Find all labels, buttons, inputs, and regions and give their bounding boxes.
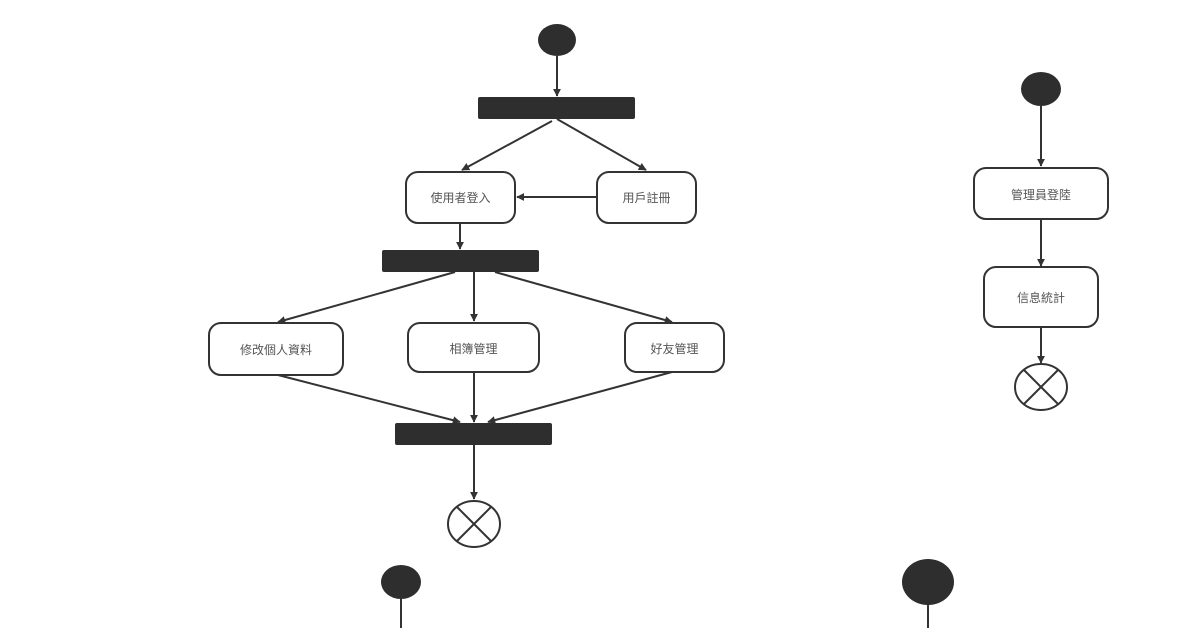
edge-fork1-to-register	[556, 118, 647, 171]
activity-register-label: 用戶註冊	[622, 191, 670, 205]
partial-initial-node-right[interactable]	[902, 559, 954, 605]
user-initial-node[interactable]	[538, 24, 576, 56]
edge-fork2-to-friends	[494, 271, 673, 324]
admin-initial-node[interactable]	[1021, 72, 1061, 106]
activity-admin-login[interactable]: 管理員登陸	[973, 167, 1109, 220]
edge-fork1-to-login	[461, 120, 553, 171]
fork-bar-1[interactable]	[478, 97, 635, 119]
activity-statistics-label: 信息統計	[1017, 290, 1065, 305]
activity-album[interactable]: 相簿管理	[407, 322, 540, 373]
activity-register[interactable]: 用戶註冊	[596, 171, 697, 224]
admin-final-node[interactable]	[1014, 363, 1068, 411]
edge-friends-to-join	[487, 371, 673, 424]
partial-initial-node-left[interactable]	[381, 565, 421, 599]
fork-bar-2[interactable]	[382, 250, 539, 272]
activity-statistics[interactable]: 信息統計	[983, 266, 1099, 328]
user-final-node[interactable]	[447, 500, 501, 548]
edge-fork2-to-edit-profile	[277, 271, 456, 324]
activity-album-label: 相簿管理	[449, 341, 497, 356]
activity-login[interactable]: 使用者登入	[405, 171, 516, 224]
activity-edit-profile[interactable]: 修改個人資料	[208, 322, 344, 376]
join-bar[interactable]	[395, 423, 552, 445]
activity-login-label: 使用者登入	[430, 190, 490, 205]
activity-admin-login-label: 管理員登陸	[1011, 187, 1071, 202]
edge-edit-profile-to-join	[277, 374, 461, 425]
activity-friends-label: 好友管理	[650, 341, 698, 356]
activity-friends[interactable]: 好友管理	[624, 322, 725, 373]
activity-edit-profile-label: 修改個人資料	[240, 342, 312, 357]
